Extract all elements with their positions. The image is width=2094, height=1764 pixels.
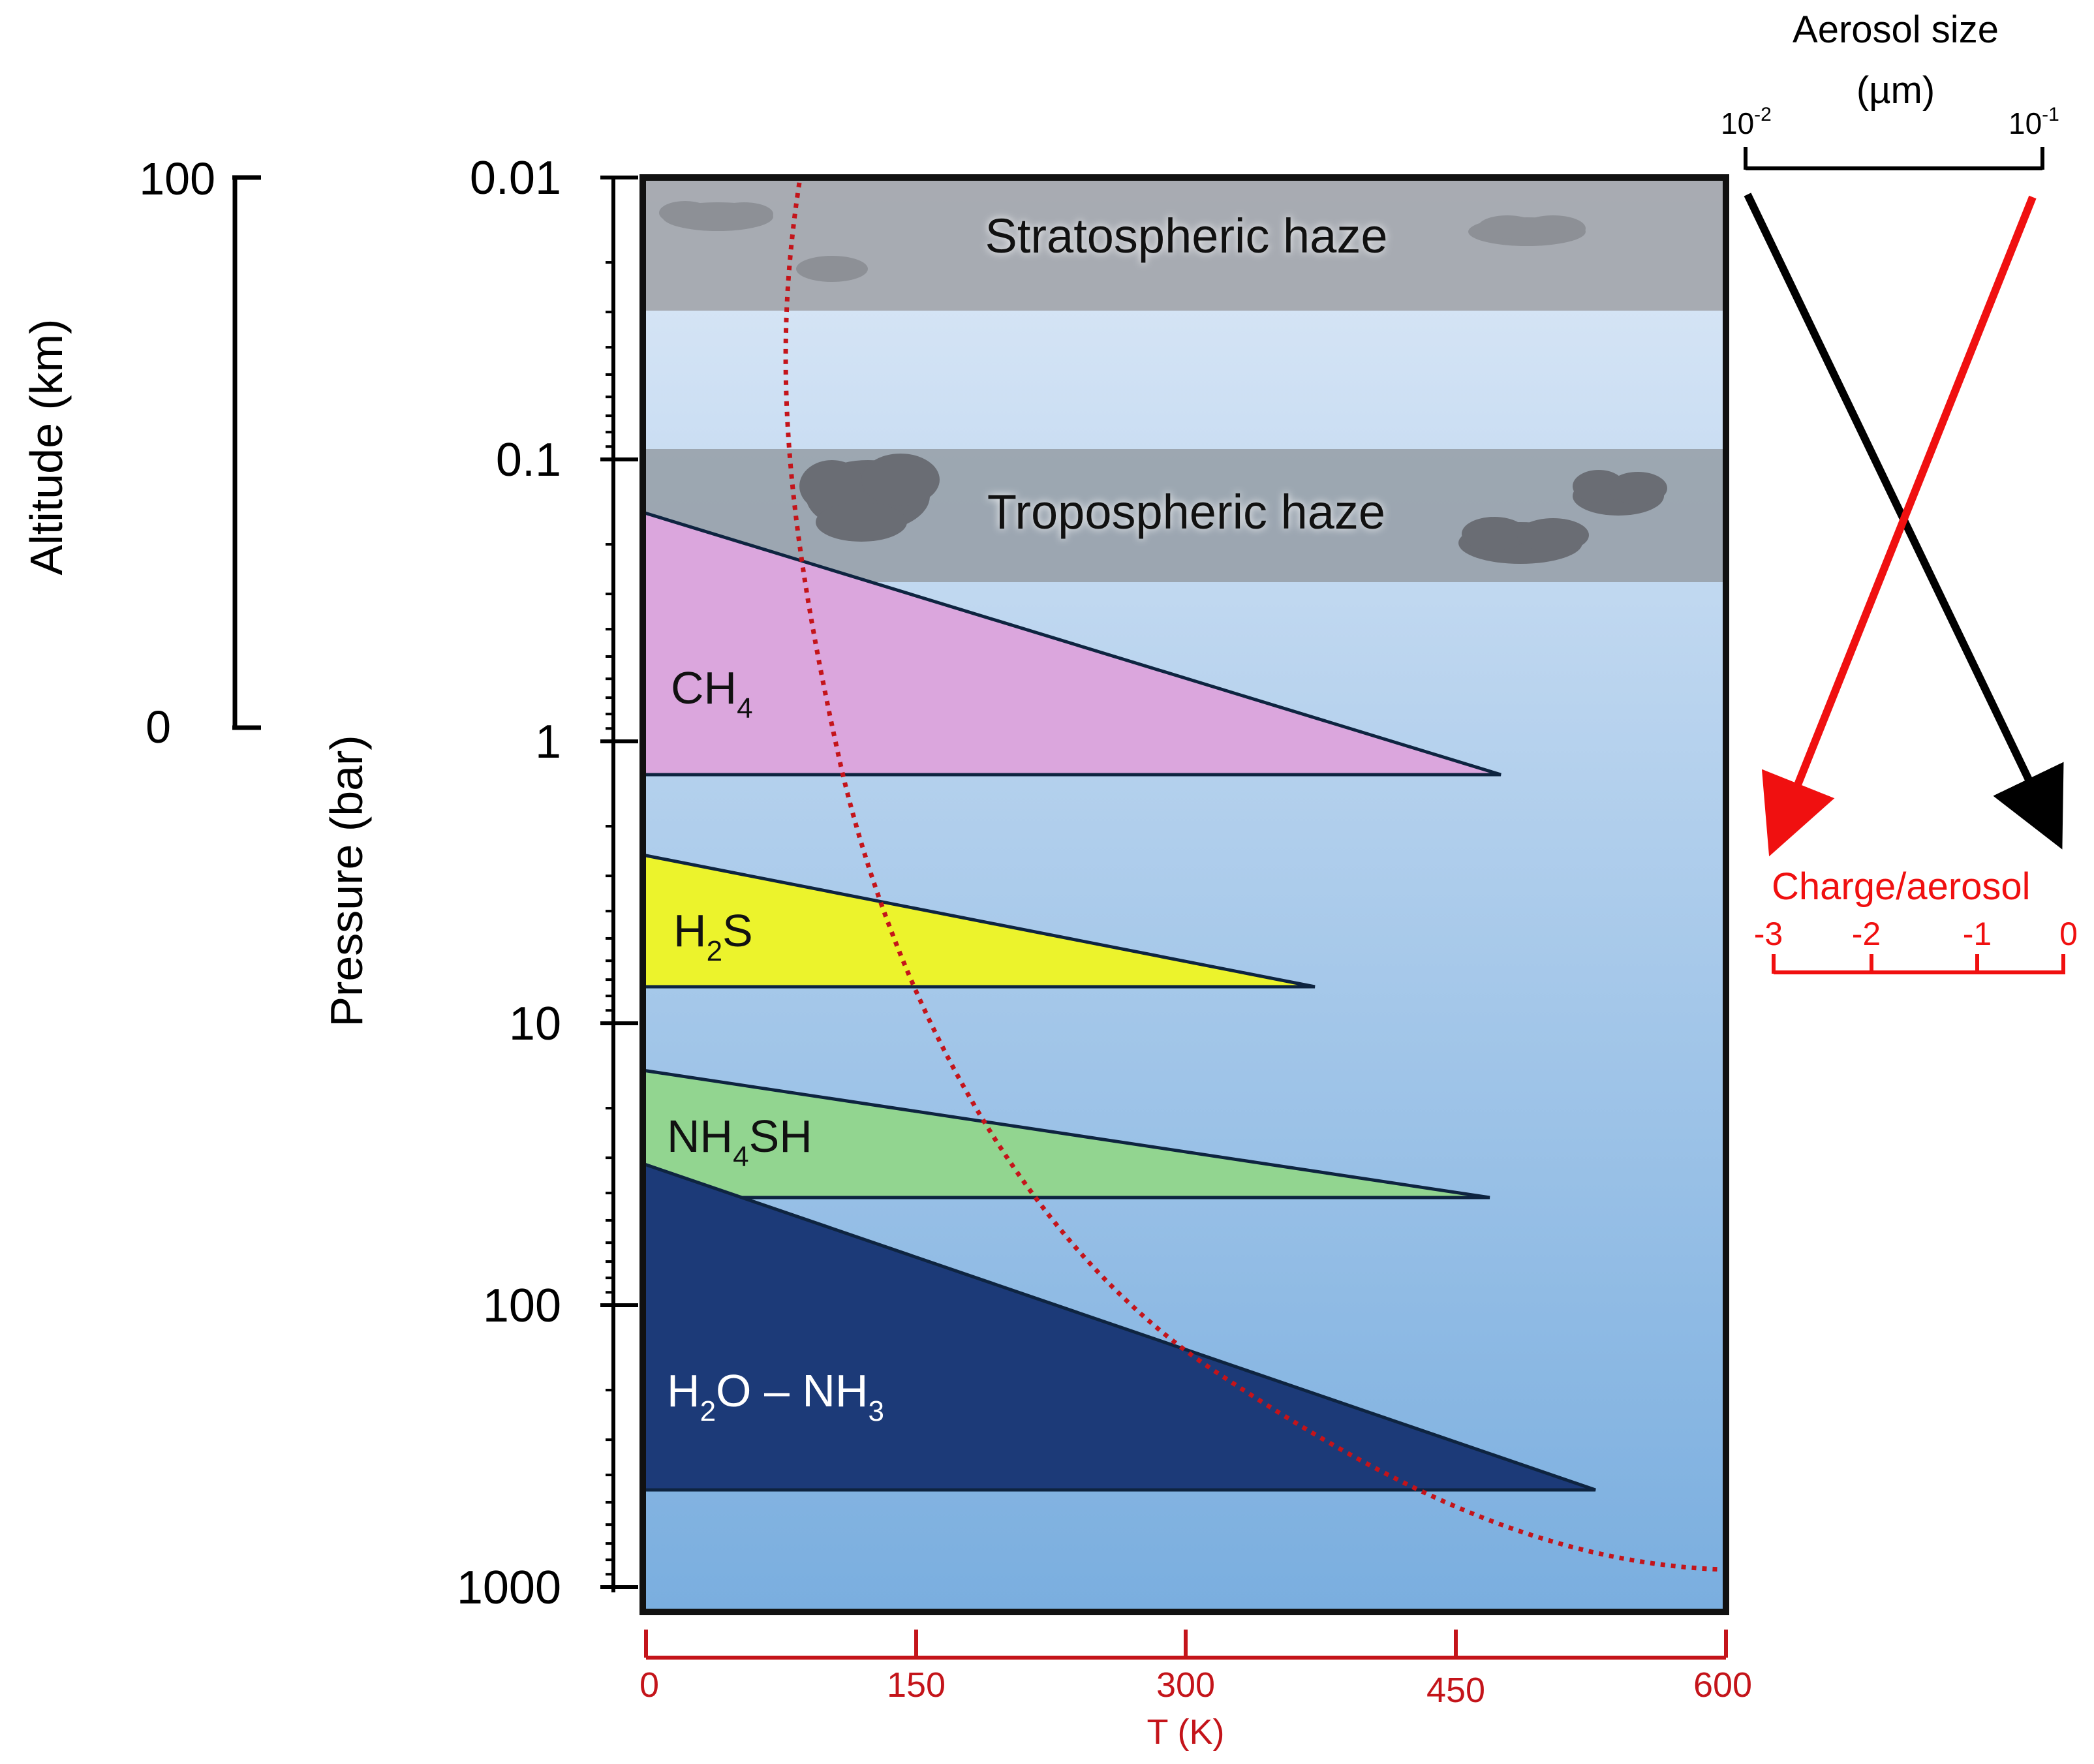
plot-frame [639,174,1729,1615]
pressure-tick-label: 1 [535,716,561,768]
pressure-tick-label: 0.1 [496,434,561,486]
tropospheric-cloud-blobs [799,454,1667,564]
svg-text:Tropospheric haze: Tropospheric haze [987,485,1385,539]
t-tick-600: 600 [1693,1665,1752,1705]
temperature-profile-curve [783,182,1723,1572]
pressure-tick-label: 10 [509,998,561,1050]
aerosol-size-min-tick: 10-2 [1721,104,1772,140]
pressure-axis: 0.01 0.1 1 10 100 1000 [457,152,638,1614]
svg-text:Tropospheric haze: Tropospheric haze [987,485,1385,539]
h2o-nh3-label: H2O – NH3 [667,1365,884,1427]
altitude-axis [232,175,261,730]
charge-scale-bar [1772,954,2065,974]
temperature-axis-title: T (K) [1147,1712,1225,1752]
svg-text:Stratospheric haze: Stratospheric haze [985,209,1387,263]
aerosol-size-max-tick: 10-1 [2009,104,2059,140]
svg-text:Stratospheric haze: Stratospheric haze [985,209,1387,263]
charge-arrow [1761,195,2037,857]
charge-tick-labels: -3 -2 -1 0 [1754,916,2078,952]
pressure-tick-label: 1000 [457,1562,561,1614]
stratospheric-haze-label: Stratospheric haze Stratospheric haze [985,209,1387,263]
temperature-axis [644,1630,1728,1660]
t-tick-300: 300 [1156,1665,1215,1705]
temperature-tick-labels: 0 150 300 450 600 [639,1665,1752,1710]
charge-tick-minus1: -1 [1963,916,1992,952]
charge-tick-minus3: -3 [1754,916,1783,952]
pressure-axis-title: Pressure (bar) [321,735,372,1027]
stratospheric-cloud-blobs [659,201,1586,282]
aerosol-size-title-line2: (µm) [1856,69,1935,112]
ch4-label: CH4 [671,662,753,724]
t-tick-150: 150 [887,1665,946,1705]
pressure-tick-label: 0.01 [470,152,561,204]
charge-title: Charge/aerosol [1772,865,2031,908]
altitude-axis-title: Altitude (km) [21,319,72,576]
altitude-tick-100: 100 [139,153,215,204]
aerosol-size-scale-bar [1744,147,2044,170]
t-tick-0: 0 [639,1665,659,1705]
aerosol-size-title-line1: Aerosol size [1793,8,1999,51]
t-tick-450: 450 [1426,1671,1485,1710]
pressure-tick-label: 100 [483,1280,561,1332]
tropospheric-haze-label: Tropospheric haze Tropospheric haze [987,485,1385,539]
h2s-label: H2S [673,905,753,967]
nh4sh-label: NH4SH [667,1111,812,1173]
charge-tick-0: 0 [2059,916,2078,952]
altitude-tick-0: 0 [146,702,171,752]
charge-tick-minus2: -2 [1852,916,1881,952]
